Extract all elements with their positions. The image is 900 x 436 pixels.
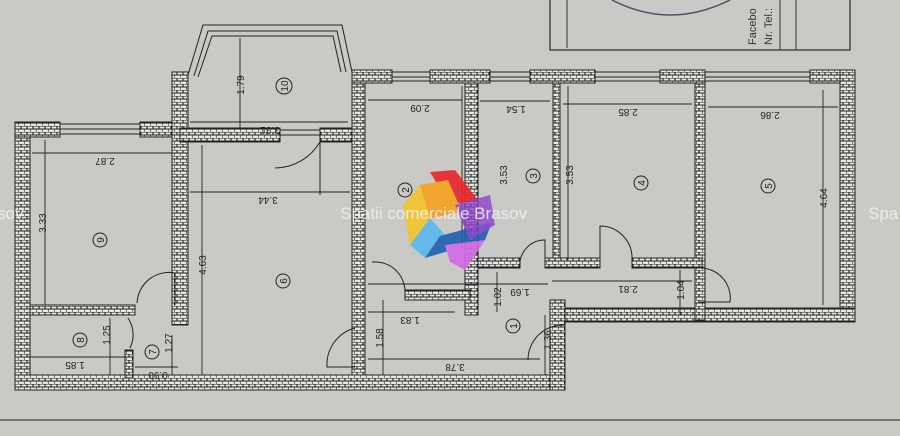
- door-room-3: [519, 239, 546, 269]
- room-label-2: 2: [401, 187, 412, 193]
- dim-r5-width: 2.86: [760, 109, 780, 120]
- room-label-3: 3: [529, 173, 540, 179]
- dim-hall-depth-2: 1.04: [676, 280, 687, 300]
- door-room-5: [699, 267, 731, 303]
- door-room-8: [127, 317, 134, 349]
- dim-r3-length: 3.53: [499, 165, 510, 185]
- dimension-lines: [30, 38, 838, 375]
- room-label-9: 9: [96, 237, 107, 243]
- door-room-2: [371, 261, 406, 293]
- dim-r7-width: 0.90: [148, 369, 168, 380]
- door-room-9: [136, 271, 176, 305]
- door-room-10: [274, 141, 321, 195]
- watermark-text: Spatii comerciale Brasov: [340, 204, 528, 223]
- bay-window: [187, 24, 353, 78]
- dim-r9-width: 2.87: [95, 155, 115, 166]
- dim-hall-width-2: 2.81: [618, 283, 638, 294]
- room-label-6: 6: [279, 278, 290, 284]
- room-label-1: 1: [509, 323, 520, 329]
- doors: [127, 141, 731, 368]
- dim-r1-depth: 1.36: [543, 330, 554, 350]
- room-label-10: 10: [280, 80, 291, 92]
- dim-hall-width-1: 1.69: [510, 286, 530, 297]
- stamp-seal: [611, 0, 731, 16]
- watermark-fragment-right: Spa: [868, 204, 899, 223]
- dimension-labels: 2.87 3.44 3.31 2.09 1.54 2.85 2.86 1.83 …: [38, 75, 830, 380]
- dim-r10-width: 3.31: [260, 124, 280, 135]
- stamp-phone: Nr. Tel.:: [763, 8, 775, 45]
- dim-r2-width: 2.09: [410, 102, 430, 113]
- dim-r1-width: 3.78: [445, 361, 465, 372]
- dim-r5-length: 4.64: [819, 188, 830, 208]
- dim-r2-hall-width: 1.83: [400, 314, 420, 325]
- windows: [60, 24, 810, 136]
- watermark-logo: [403, 170, 495, 270]
- door-entrance: [527, 324, 566, 361]
- door-room-4: [599, 225, 633, 268]
- dim-r8-width: 1.85: [65, 359, 85, 370]
- dim-r7-depth: 1.27: [164, 333, 175, 353]
- dim-r9-length: 3.33: [38, 213, 49, 233]
- room-label-4: 4: [637, 180, 648, 186]
- dim-r3-width: 1.54: [506, 103, 526, 114]
- dim-r10-depth: 1.79: [236, 75, 247, 95]
- room-numbers: [72, 77, 776, 360]
- dim-r6-width: 3.44: [258, 194, 278, 205]
- room-label-7: 7: [148, 349, 159, 355]
- dim-r2-hall-length: 1.58: [375, 328, 386, 348]
- dim-r8-depth: 1.25: [102, 325, 113, 345]
- door-room-6: [326, 327, 356, 368]
- dim-r4-width: 2.85: [618, 106, 638, 117]
- title-block: Facebo Nr. Tel.:: [549, 0, 851, 51]
- dim-r6-length: 4.63: [198, 255, 209, 275]
- watermark-fragment-left: sov: [0, 204, 24, 223]
- room-label-5: 5: [764, 183, 775, 189]
- stamp-facebook: Facebo: [747, 8, 759, 45]
- dim-r4-length: 3.53: [565, 165, 576, 185]
- dim-hall-depth-1: 1.02: [493, 287, 504, 307]
- room-label-8: 8: [76, 337, 87, 343]
- walls: [14, 69, 856, 391]
